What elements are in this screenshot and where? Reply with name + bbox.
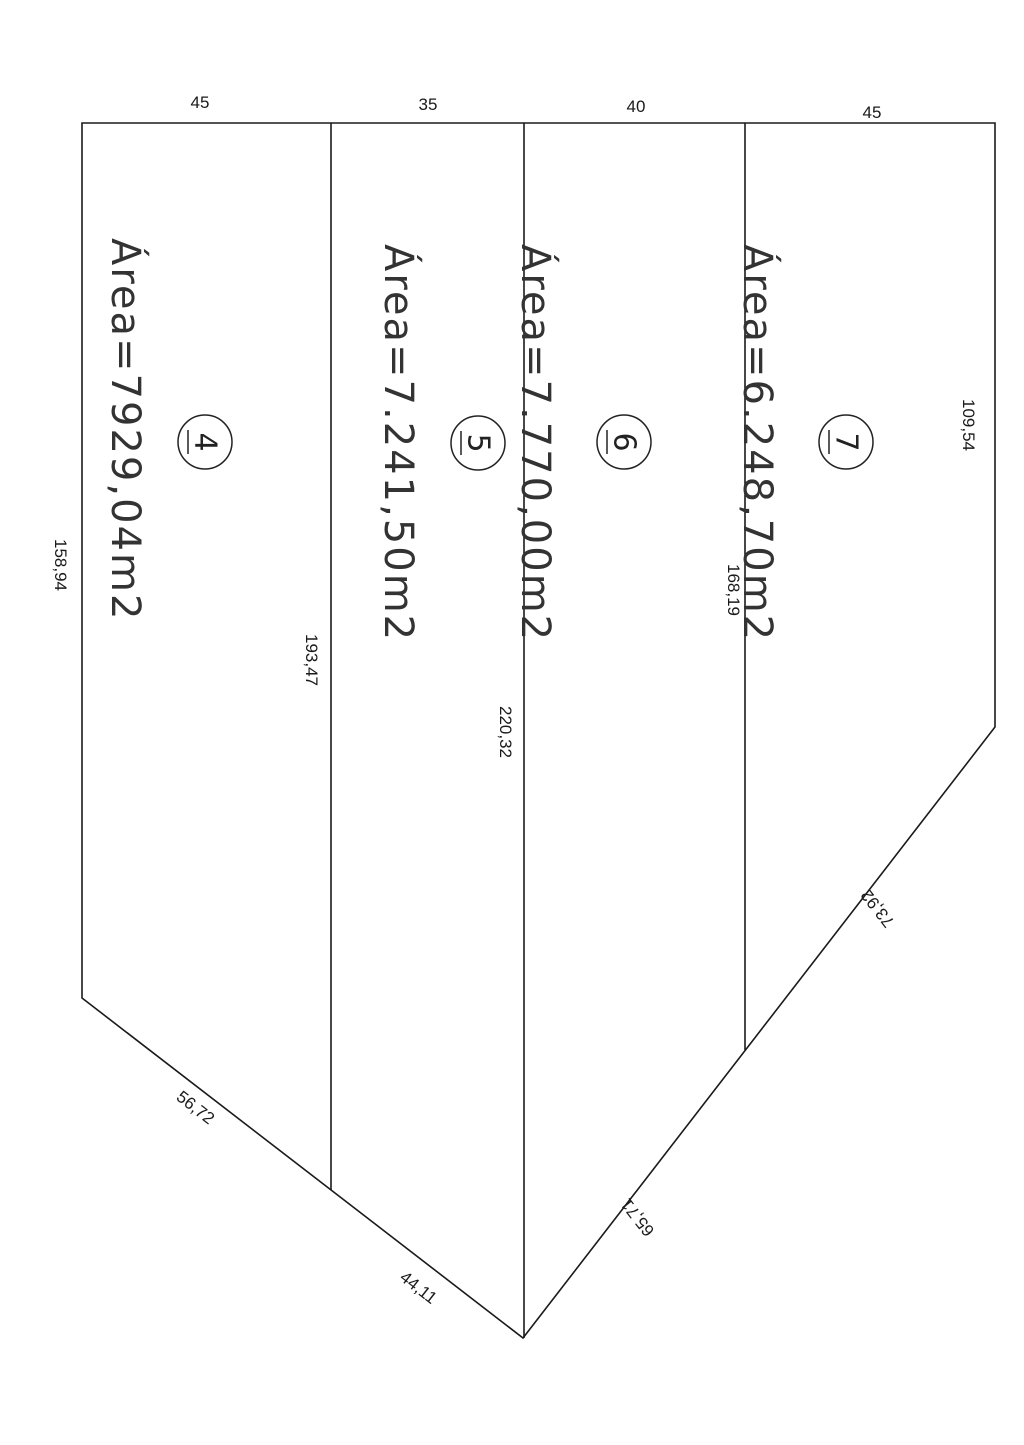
lot-6-area-label: Área=7.770,00m2 (512, 244, 560, 642)
top-dimension-lot-4: 45 (191, 93, 210, 112)
lot-6-number-circle (596, 414, 652, 470)
lot-4-number: 4 (188, 432, 223, 451)
lower-left-dimension-a: 56,72 (173, 1087, 218, 1128)
lot-4: Área=7929,04m2 4 (102, 238, 233, 621)
divider-3-dimension: 168,19 (724, 564, 743, 616)
top-dimension-lot-7: 45 (863, 103, 882, 122)
right-edge-dimension: 109,54 (959, 399, 978, 451)
lot-7: Área=6.248,70m2 7 (734, 244, 874, 642)
lot-4-number-circle (177, 414, 233, 470)
lot-5-number: 5 (461, 433, 496, 452)
lot-5-area-label: Área=7.241,50m2 (375, 244, 423, 642)
left-edge-dimension: 158,94 (51, 539, 70, 591)
lot-6-number: 6 (607, 432, 642, 451)
divider-2-dimension: 220,32 (496, 706, 515, 758)
lot-5: Área=7.241,50m2 5 (375, 244, 506, 642)
lower-right-dimension-a: 65,71 (617, 1195, 658, 1240)
outer-boundary (81, 122, 996, 1340)
lot-6: Área=7.770,00m2 6 (512, 244, 652, 642)
lower-left-dimension-b: 44,11 (396, 1267, 440, 1307)
lot-5-number-circle (450, 415, 506, 471)
lot-7-area-label: Área=6.248,70m2 (734, 244, 782, 642)
lot-7-number-circle (818, 414, 874, 470)
top-dimension-lot-6: 40 (627, 97, 646, 116)
divider-1-dimension: 193,47 (302, 634, 321, 686)
top-dimension-lot-5: 35 (419, 95, 438, 114)
lower-right-dimension-b: 73,92 (857, 886, 898, 931)
lot-7-number: 7 (829, 432, 864, 451)
lot-4-area-label: Área=7929,04m2 (102, 238, 150, 621)
